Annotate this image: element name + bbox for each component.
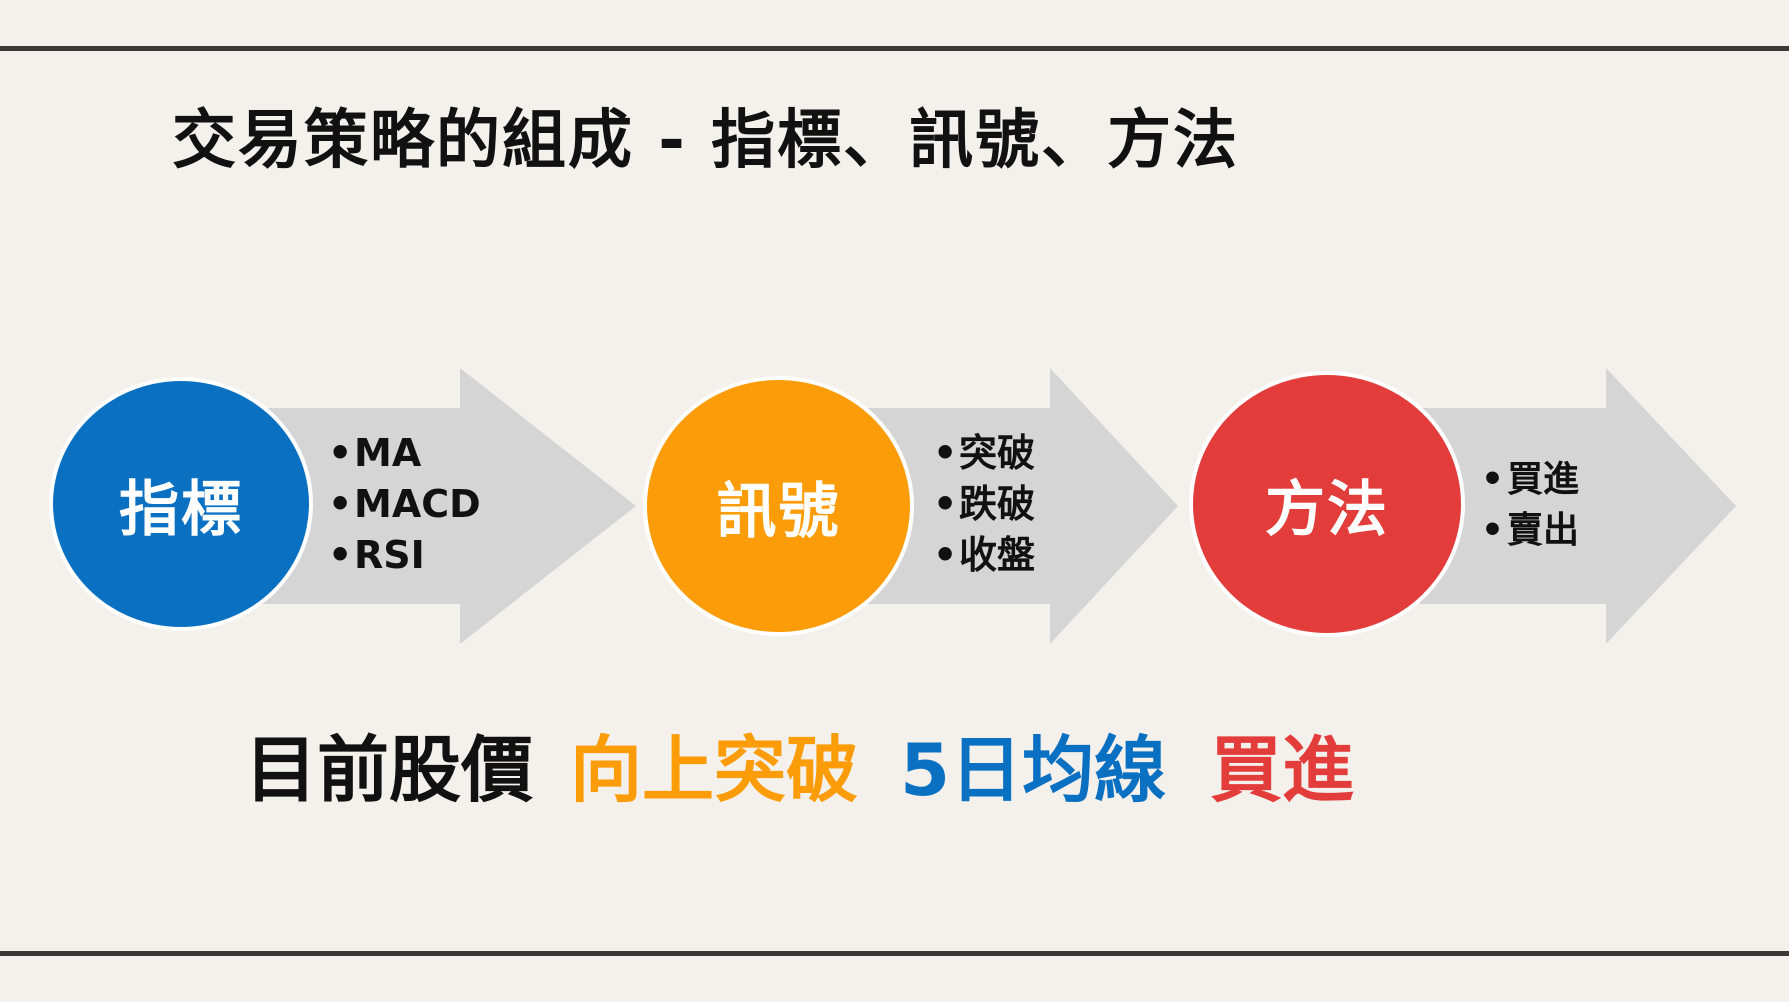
list-item: 買進 <box>1481 454 1579 505</box>
step-circle-method: 方法 <box>1189 371 1465 637</box>
step-label-indicator: 指標 <box>119 474 243 545</box>
step-circle-signal: 訊號 <box>643 376 914 636</box>
step-label-method: 方法 <box>1265 474 1389 545</box>
example-signal: 向上突破 <box>570 728 859 812</box>
step-circle-indicator: 指標 <box>49 377 313 631</box>
list-item: 跌破 <box>933 479 1035 530</box>
slide-title: 交易策略的組成 - 指標、訊號、方法 <box>172 104 1240 178</box>
example-indicator: 5日均線 <box>900 728 1167 812</box>
bottom-divider <box>0 951 1789 956</box>
list-item: 收盤 <box>933 530 1035 581</box>
list-item: RSI <box>328 530 481 581</box>
step-list-method: 買進 賣出 <box>1481 454 1579 556</box>
example-method: 買進 <box>1210 728 1355 812</box>
example-subject: 目前股價 <box>245 728 534 812</box>
list-item: MACD <box>328 479 481 530</box>
list-item: MA <box>328 428 481 479</box>
step-list-indicator: MA MACD RSI <box>328 428 481 581</box>
list-item: 突破 <box>933 428 1035 479</box>
top-divider <box>0 46 1789 51</box>
step-label-signal: 訊號 <box>716 476 841 547</box>
step-list-signal: 突破 跌破 收盤 <box>933 428 1035 581</box>
list-item: 賣出 <box>1481 505 1579 556</box>
